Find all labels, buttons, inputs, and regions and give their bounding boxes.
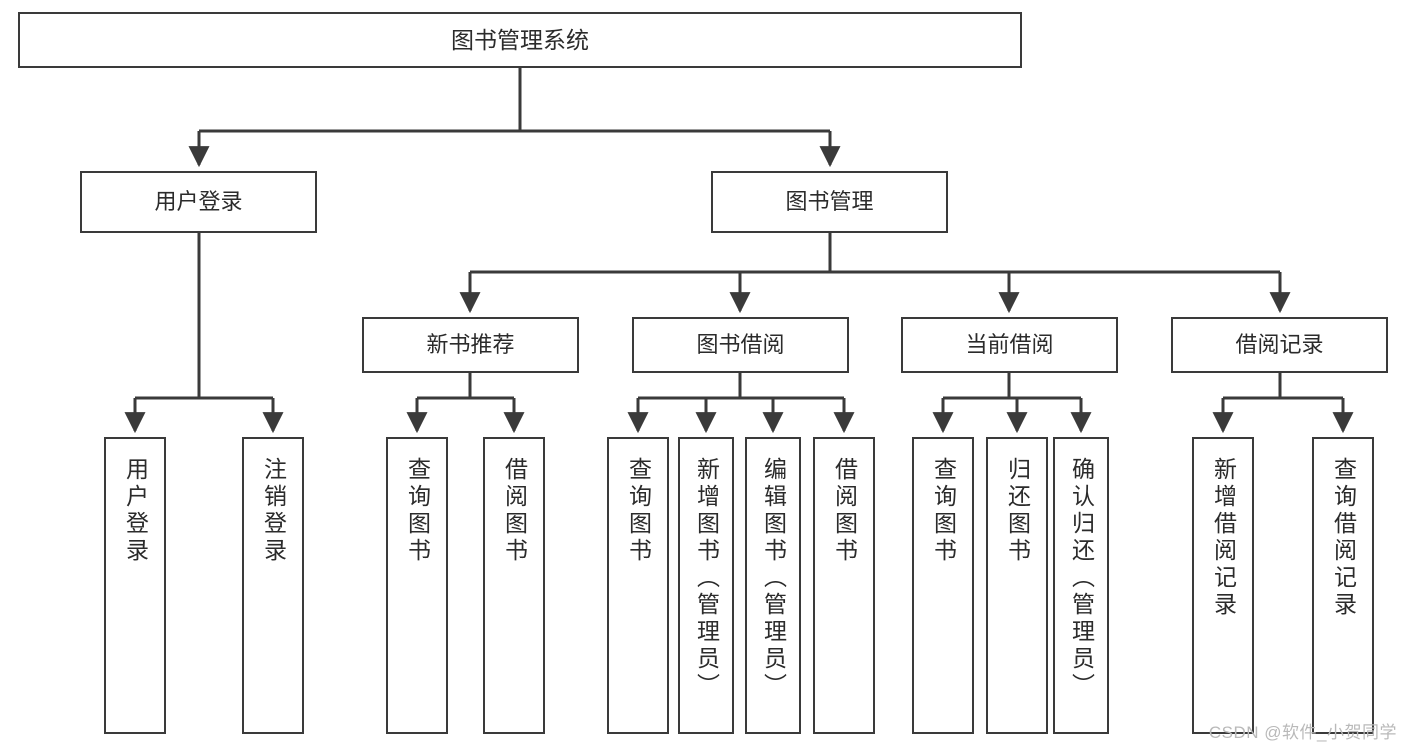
node-leaf-query-record[interactable]: 查询借阅记录 [1312,437,1374,734]
node-leaf-query-book-2-label: 查询图书 [625,457,652,565]
node-leaf-confirm-return-label: 确认归还（管理员） [1068,457,1095,700]
node-borrow-record-label: 借阅记录 [1235,332,1324,358]
node-leaf-query-book-1[interactable]: 查询图书 [386,437,448,734]
node-user-login-label: 用户登录 [154,189,243,215]
node-leaf-edit-book-label: 编辑图书（管理员） [760,457,787,700]
node-leaf-borrow-book-1-label: 借阅图书 [501,457,528,565]
node-book-borrow[interactable]: 图书借阅 [632,317,849,373]
node-book-borrow-label: 图书借阅 [696,332,785,358]
node-root-label: 图书管理系统 [451,26,589,53]
node-borrow-record[interactable]: 借阅记录 [1171,317,1388,373]
node-leaf-add-book[interactable]: 新增图书（管理员） [678,437,734,734]
node-leaf-add-book-label: 新增图书（管理员） [693,457,720,700]
node-leaf-return-book[interactable]: 归还图书 [986,437,1048,734]
node-leaf-user-login[interactable]: 用户登录 [104,437,166,734]
node-book-manage[interactable]: 图书管理 [711,171,948,233]
node-leaf-return-book-label: 归还图书 [1004,457,1031,565]
node-root[interactable]: 图书管理系统 [18,12,1022,68]
node-leaf-add-record[interactable]: 新增借阅记录 [1192,437,1254,734]
node-leaf-query-book-2[interactable]: 查询图书 [607,437,669,734]
node-leaf-query-book-3[interactable]: 查询图书 [912,437,974,734]
node-leaf-edit-book[interactable]: 编辑图书（管理员） [745,437,801,734]
node-current-borrow[interactable]: 当前借阅 [901,317,1118,373]
csdn-watermark: CSDN @软件_小贺同学 [1208,723,1397,742]
node-leaf-query-record-label: 查询借阅记录 [1330,457,1357,619]
node-current-borrow-label: 当前借阅 [965,332,1054,358]
node-leaf-borrow-book-2-label: 借阅图书 [831,457,858,565]
node-leaf-query-book-3-label: 查询图书 [930,457,957,565]
node-leaf-logout-label: 注销登录 [260,457,287,565]
node-leaf-query-book-1-label: 查询图书 [404,457,431,565]
node-user-login[interactable]: 用户登录 [80,171,317,233]
node-leaf-logout[interactable]: 注销登录 [242,437,304,734]
node-leaf-borrow-book-2[interactable]: 借阅图书 [813,437,875,734]
node-leaf-user-login-label: 用户登录 [122,457,149,565]
node-leaf-borrow-book-1[interactable]: 借阅图书 [483,437,545,734]
node-new-book-recommend[interactable]: 新书推荐 [362,317,579,373]
node-leaf-add-record-label: 新增借阅记录 [1210,457,1237,619]
node-new-book-recommend-label: 新书推荐 [426,332,515,358]
node-leaf-confirm-return[interactable]: 确认归还（管理员） [1053,437,1109,734]
node-book-manage-label: 图书管理 [785,189,874,215]
